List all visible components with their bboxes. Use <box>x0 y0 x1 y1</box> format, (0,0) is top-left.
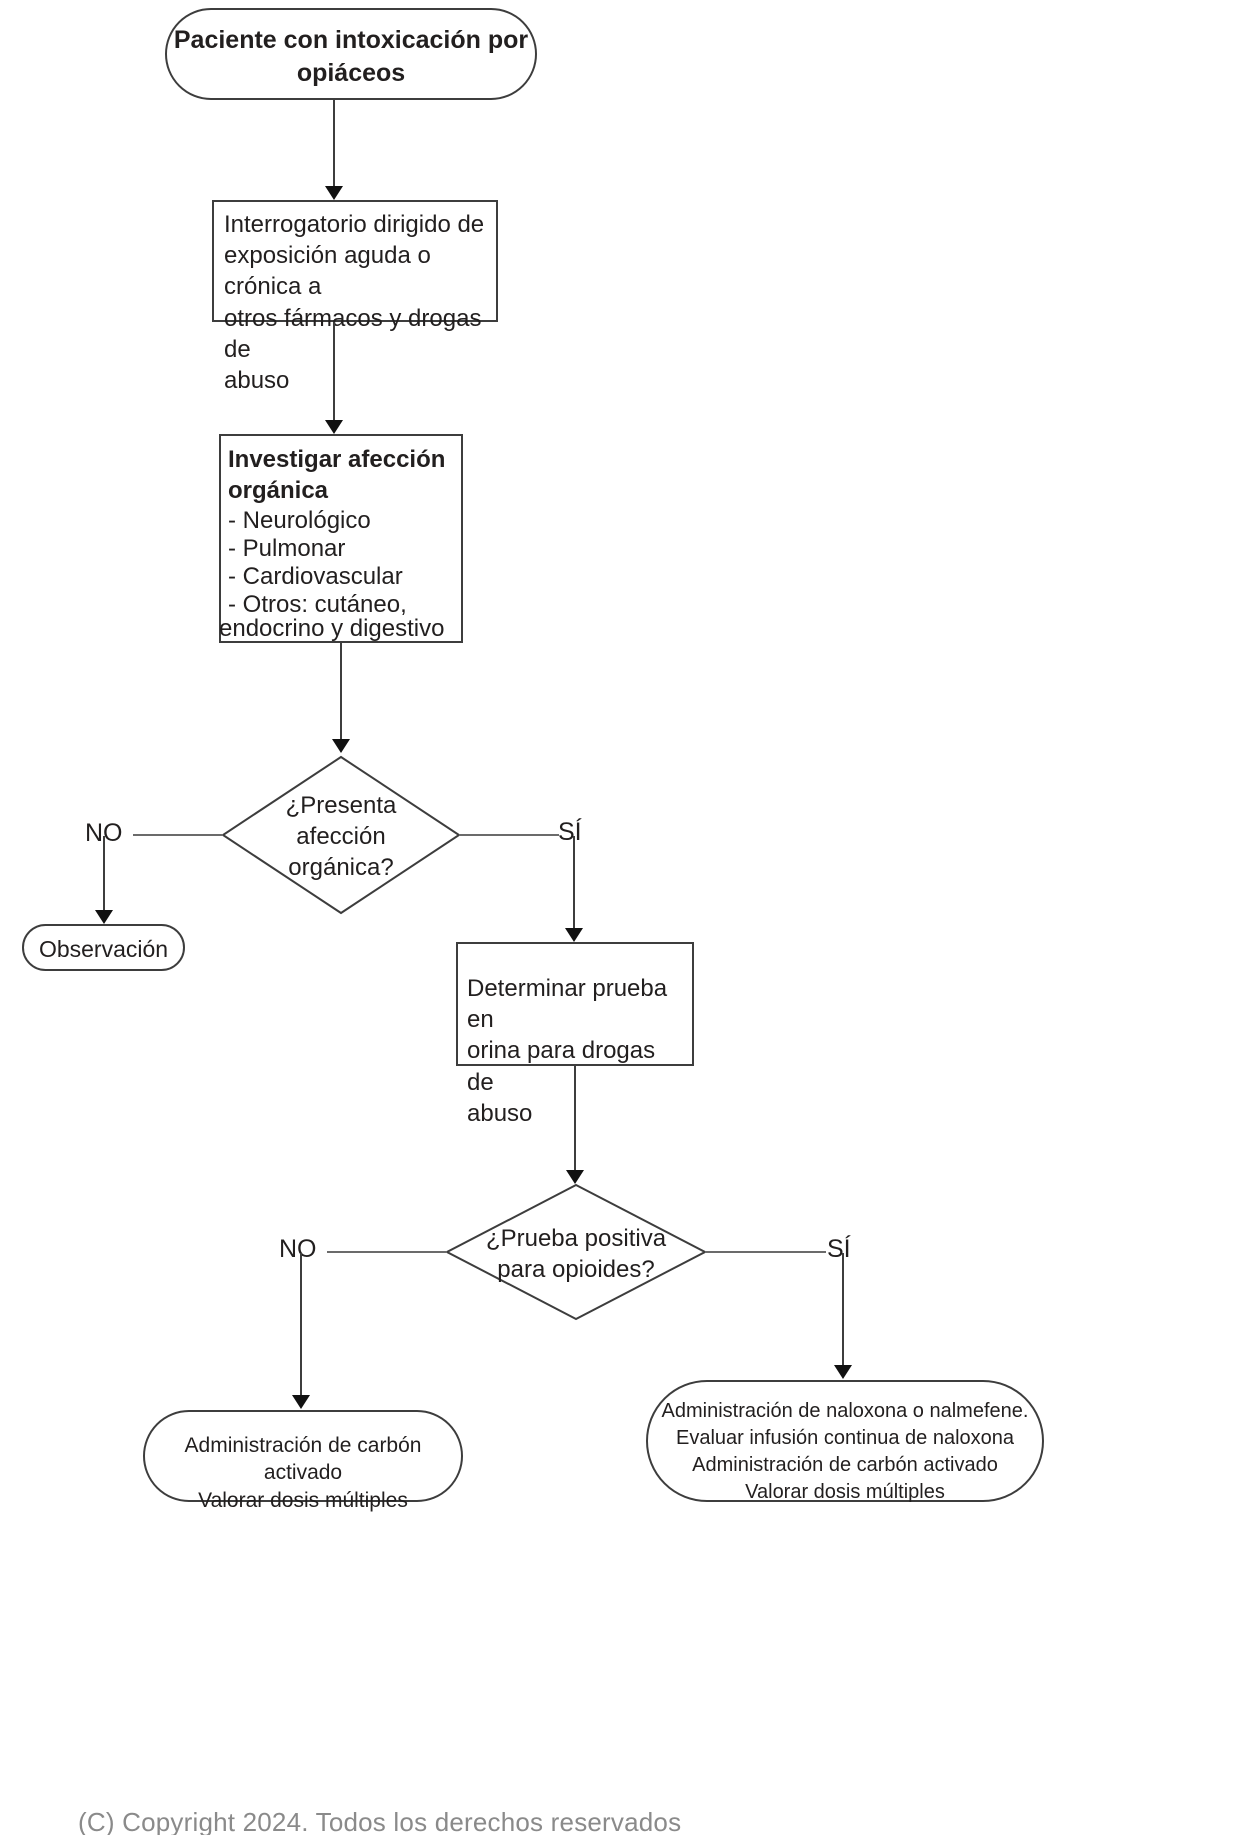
edge-decision1-urine-line <box>573 836 575 928</box>
node-naloxone-shape <box>646 1380 1044 1502</box>
node-investigate-item-1: - Pulmonar <box>228 535 346 562</box>
edge-urine-decision2-arrow <box>566 1170 584 1184</box>
node-charcoal-shape <box>143 1410 463 1502</box>
edge-decision2-yes-line <box>705 1251 826 1253</box>
edge-decision1-no-line <box>133 834 223 836</box>
edge-history-investigate-line <box>333 322 335 420</box>
edge-decision1-yes-line <box>459 834 559 836</box>
edge-start-history-arrow <box>325 186 343 200</box>
edge-decision2-no-line <box>327 1251 447 1253</box>
node-history-label: Interrogatorio dirigido de exposición ag… <box>224 211 485 394</box>
edge-start-history-line <box>333 100 335 186</box>
edge-urine-decision2-line <box>574 1066 576 1170</box>
node-investigate-item-3: - Otros: cutáneo, <box>228 591 407 618</box>
node-start-label: Paciente con intoxicación por opiáceos <box>173 26 529 87</box>
copyright-footer: (C) Copyright 2024. Todos los derechos r… <box>78 1812 682 1835</box>
edge-decision1-observation-line <box>103 836 105 910</box>
edge-decision2-naloxone-arrow <box>834 1365 852 1379</box>
edge-decision1-observation-arrow <box>95 910 113 924</box>
node-investigate-item-2: - Cardiovascular <box>228 563 403 590</box>
node-urine-test-shape <box>456 942 694 1066</box>
node-investigate-item-0: - Neurológico <box>228 507 371 534</box>
node-history-shape <box>212 200 498 322</box>
node-start-shape <box>165 8 537 100</box>
footer-clip: (C) Copyright 2024. Todos los derechos r… <box>0 1812 1251 1835</box>
edge-decision1-urine-arrow <box>565 928 583 942</box>
node-investigate-heading: Investigar afección orgánica <box>228 446 446 505</box>
edge-label-decision2-yes: SÍ <box>827 1235 851 1263</box>
node-decision1-label: ¿Presenta afección orgánica? <box>285 792 397 882</box>
node-observation-label: Observación <box>38 936 169 962</box>
edge-history-investigate-arrow <box>325 420 343 434</box>
edge-investigate-decision1-line <box>340 643 342 739</box>
edge-label-decision1-yes: SÍ <box>558 818 582 846</box>
node-naloxone-label: Administración de naloxona o nalmefene. … <box>661 1400 1029 1503</box>
edge-decision2-charcoal-line <box>300 1253 302 1395</box>
node-investigate-shape <box>219 434 463 643</box>
edge-investigate-decision1-arrow <box>332 739 350 753</box>
edge-label-decision2-no: NO <box>279 1235 317 1263</box>
edge-decision2-naloxone-line <box>842 1253 844 1365</box>
node-charcoal-label: Administración de carbón activado Valora… <box>184 1434 422 1512</box>
node-decision1-shape <box>221 755 461 915</box>
node-decision2-shape <box>445 1183 707 1321</box>
edge-decision2-charcoal-arrow <box>292 1395 310 1409</box>
node-decision2-label: ¿Prueba positiva para opioides? <box>485 1225 667 1284</box>
node-investigate-item-4: endocrino y digestivo <box>219 615 445 642</box>
node-observation-shape <box>22 924 185 971</box>
node-urine-test-label: Determinar prueba en orina para drogas d… <box>467 975 668 1127</box>
